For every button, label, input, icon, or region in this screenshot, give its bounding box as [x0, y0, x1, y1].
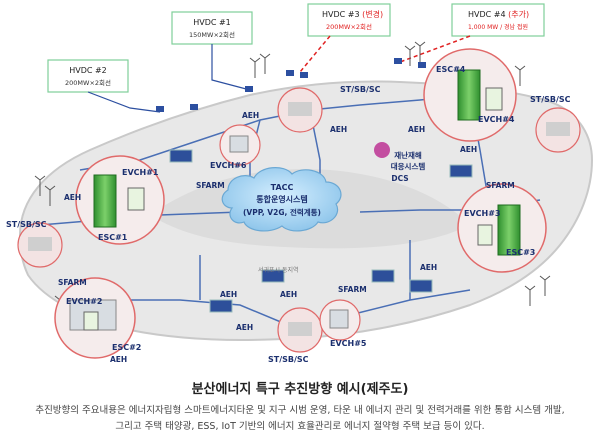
tacc-line3: (VPP, V2G, 전력계통)	[243, 207, 321, 217]
caption-line-1: 추진방향의 주요내용은 에너지자립형 스마트에너지타운 및 지구 시범 운영, …	[35, 405, 565, 416]
hvdc-3-spec: 200MW×2회선	[326, 22, 372, 31]
svg-text:HVDC #4 (추가): HVDC #4 (추가)	[468, 10, 529, 19]
st-top-node: ST/SB/SC	[277, 85, 381, 133]
dcs-line2: 대응시스템	[391, 161, 426, 171]
caption-line-2: 그리고 주택 태양광, ESS, IoT 기반의 에너지 효율관리로 에너지 절…	[115, 421, 485, 432]
esc-3-label: ESC#3	[506, 248, 535, 257]
st-right-node: ST/SB/SC	[530, 95, 581, 153]
hvdc-4-tag: (추가)	[508, 10, 529, 19]
hvdc-1-box: HVDC #1 150MW×2회선	[171, 11, 253, 45]
st-left-node: ST/SB/SC	[6, 220, 63, 268]
dcs-line1: 재난재해	[394, 150, 422, 160]
dcs-node: 재난재해 대응시스템 DCS	[374, 142, 425, 183]
hvdc-2-name: HVDC #2	[69, 66, 107, 75]
esc-1-label: ESC#1	[98, 233, 128, 242]
hvdc-3-name: HVDC #3	[322, 10, 360, 19]
st-right-label: ST/SB/SC	[530, 95, 571, 104]
esc-4-group: ESC#4 EVCH#4	[423, 48, 517, 142]
hvdc-4-box: HVDC #4 (추가) 1,000 MW / 경남 접원	[451, 3, 545, 37]
hvdc-links	[87, 35, 471, 113]
tacc-line1: TACC	[271, 183, 294, 192]
hvdc-4-spec: 1,000 MW / 경남 접원	[468, 23, 528, 31]
evch-2-label: EVCH#2	[66, 297, 103, 306]
hvdc-1-spec: 150MW×2회선	[189, 30, 235, 39]
hvdc-2-box: HVDC #2 200MW×2회선	[47, 59, 129, 93]
sfarm-labels: SFARM SFARM SFARM SFARM	[58, 181, 515, 294]
st-bottom-label: ST/SB/SC	[268, 355, 309, 364]
st-bottom-node: ST/SB/SC	[268, 307, 323, 364]
caption-title: 분산에너지 특구 추진방향 예시(제주도)	[191, 382, 409, 397]
aeh-label: AEH	[236, 323, 253, 332]
sfarm-label: SFARM	[196, 181, 225, 190]
aeh-label: AEH	[220, 290, 237, 299]
esc-4-label: ESC#4	[436, 65, 466, 74]
hvdc-1-name: HVDC #1	[193, 18, 231, 27]
map-label-west: 서귀포시 동지역	[258, 266, 299, 274]
evch-6-label: EVCH#6	[210, 161, 247, 170]
jeju-distributed-energy-diagram: HVDC #1 150MW×2회선 HVDC #2 200MW×2회선 HVDC…	[6, 3, 594, 364]
aeh-label: AEH	[242, 111, 259, 120]
aeh-label: AEH	[460, 145, 477, 154]
esc-2-label: ESC#2	[112, 343, 141, 352]
esc-1-group: EVCH#1 ESC#1	[75, 155, 165, 245]
evch-5-group: EVCH#5	[319, 299, 367, 348]
tacc-line2: 통합운영시스템	[256, 194, 308, 204]
st-top-label: ST/SB/SC	[340, 85, 381, 94]
evch-5-label: EVCH#5	[330, 339, 367, 348]
tacc-cloud: TACC 통합운영시스템 (VPP, V2G, 전력계통)	[221, 167, 342, 232]
sfarm-label: SFARM	[58, 278, 87, 287]
st-left-label: ST/SB/SC	[6, 220, 47, 229]
svg-text:HVDC #3 (변경): HVDC #3 (변경)	[322, 9, 383, 19]
evch-6-group: EVCH#6	[210, 124, 261, 170]
converter-stations	[156, 58, 426, 112]
hvdc-3-tag: (변경)	[362, 9, 383, 19]
aeh-label: AEH	[280, 290, 297, 299]
hvdc-2-spec: 200MW×2회선	[65, 78, 111, 87]
sfarm-label: SFARM	[486, 181, 515, 190]
hvdc-3-box: HVDC #3 (변경) 200MW×2회선	[307, 3, 391, 37]
aeh-labels: AEH AEH AEH AEH AEH AEH AEH AEH AEH AEH	[64, 111, 477, 364]
aeh-label: AEH	[420, 263, 437, 272]
solar-panel-icons	[169, 149, 473, 313]
esc-2-group: EVCH#2 ESC#2	[54, 277, 141, 359]
aeh-label: AEH	[64, 193, 81, 202]
evch-4-label: EVCH#4	[478, 115, 515, 124]
aeh-label: AEH	[330, 125, 347, 134]
evch-3-label: EVCH#3	[464, 209, 501, 218]
aeh-label: AEH	[408, 125, 425, 134]
sfarm-label: SFARM	[338, 285, 367, 294]
hvdc-4-name: HVDC #4	[468, 10, 506, 19]
esc-3-group: EVCH#3 ESC#3	[457, 183, 547, 273]
aeh-label: AEH	[110, 355, 127, 364]
evch-1-label: EVCH#1	[122, 168, 159, 177]
dcs-line3: DCS	[391, 174, 408, 183]
